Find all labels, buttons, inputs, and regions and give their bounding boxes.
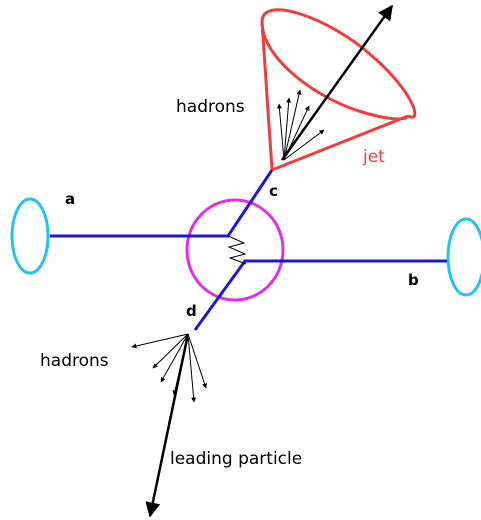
parton-line-a: [50, 169, 274, 238]
jet-axis-arrow: [280, 4, 394, 161]
label-hadrons-lower: hadrons: [40, 351, 109, 371]
label-b: b: [408, 271, 419, 289]
left-beam-ring: [10, 197, 50, 275]
exchange-wavy-line: [227, 235, 247, 265]
label-a: a: [65, 190, 75, 208]
label-d: d: [186, 302, 197, 320]
jet-cone: [260, 8, 417, 172]
lower-hadron-arrows: [131, 333, 207, 403]
leading-particle-arrow: [145, 333, 190, 518]
label-leading-particle: leading particle: [170, 449, 302, 469]
label-c: c: [269, 182, 278, 200]
parton-line-b: [193, 259, 447, 331]
interaction-region-circle: [185, 198, 285, 302]
label-jet: jet: [362, 147, 385, 167]
upper-hadron-arrows: [276, 89, 325, 161]
label-hadrons-upper: hadrons: [176, 97, 245, 117]
right-beam-ring: [446, 217, 481, 297]
